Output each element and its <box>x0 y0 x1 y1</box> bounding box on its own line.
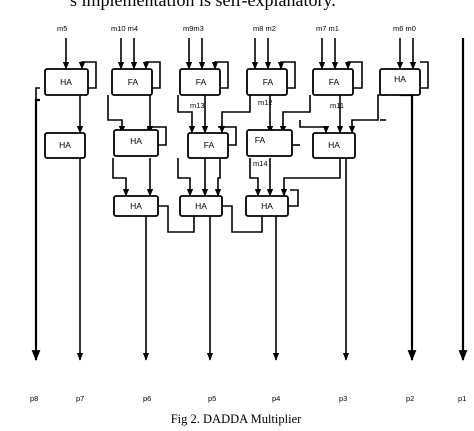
input-label-m9-m3: m9m3 <box>183 24 204 33</box>
input-label-m6-m0: m6 m0 <box>393 24 416 33</box>
input-label-m7-m1: m7 m1 <box>316 24 339 33</box>
fa-block-label: FA <box>255 135 266 145</box>
output-label-p7: p7 <box>76 394 84 403</box>
stage1-input-arrows <box>62 38 417 70</box>
fa-block-label: FA <box>204 140 215 150</box>
ha-block-label: HA <box>59 140 71 150</box>
stage1-blocks: HA FA FA FA FA HA <box>44 68 421 96</box>
output-label-p4: p4 <box>272 394 280 403</box>
input-label-m5: m5 <box>57 24 67 33</box>
output-labels: p8 p7 p6 p5 p4 p3 p2 p1 <box>30 394 466 403</box>
fa-block-label: FA <box>128 77 139 87</box>
ha-block-label: HA <box>394 74 406 84</box>
fa-block-s1-c5: FA <box>312 68 354 96</box>
ha-block-s2-c2: HA <box>113 129 159 157</box>
ha-block-label: HA <box>60 77 72 87</box>
ha-block-s1-c1: HA <box>44 68 89 96</box>
internal-label-m12: m12 <box>258 98 273 107</box>
stage3-blocks: HA HA HA <box>113 195 289 217</box>
clipped-body-text: s implementation is self-explanatory. <box>70 0 336 10</box>
ha-block-label: HA <box>261 201 273 211</box>
fa-block-s1-c4: FA <box>246 68 288 96</box>
ha-block-s2-c5: HA <box>312 132 356 159</box>
input-label-m8-m2: m8 m2 <box>253 24 276 33</box>
fa-block-label: FA <box>196 77 207 87</box>
output-label-p5: p5 <box>208 394 216 403</box>
output-label-p3: p3 <box>339 394 347 403</box>
fa-block-s1-c3: FA <box>179 68 221 96</box>
fa-block-s1-c2: FA <box>111 68 153 96</box>
figure-caption: Fig 2. DADDA Multiplier <box>171 412 302 426</box>
ha-block-s3-c3: HA <box>245 195 289 217</box>
ha-block-label: HA <box>130 201 142 211</box>
output-label-p2: p2 <box>406 394 414 403</box>
internal-label-m11: m11 <box>330 101 344 110</box>
output-label-p1: p1 <box>458 394 466 403</box>
ha-block-label: HA <box>130 136 142 146</box>
ha-block-s3-c1: HA <box>113 195 159 217</box>
internal-label-m14: m14 <box>253 159 268 168</box>
input-label-m10-m4: m10 m4 <box>111 24 138 33</box>
fa-block-s2-c3: FA <box>187 132 229 159</box>
ha-block-s3-c2: HA <box>179 195 223 217</box>
stage2-blocks: HA HA FA FA HA <box>44 129 356 159</box>
ha-block-s2-c1: HA <box>44 132 86 159</box>
ha-block-label: HA <box>195 201 207 211</box>
fa-block-label: FA <box>329 77 340 87</box>
internal-label-m13: m13 <box>190 101 205 110</box>
ha-block-label: HA <box>328 140 340 150</box>
fa-block-label: FA <box>263 77 274 87</box>
ha-block-s1-c6: HA <box>379 68 421 96</box>
output-label-p6: p6 <box>143 394 151 403</box>
fa-block-s2-c4: FA <box>246 129 293 157</box>
output-label-p8: p8 <box>30 394 38 403</box>
